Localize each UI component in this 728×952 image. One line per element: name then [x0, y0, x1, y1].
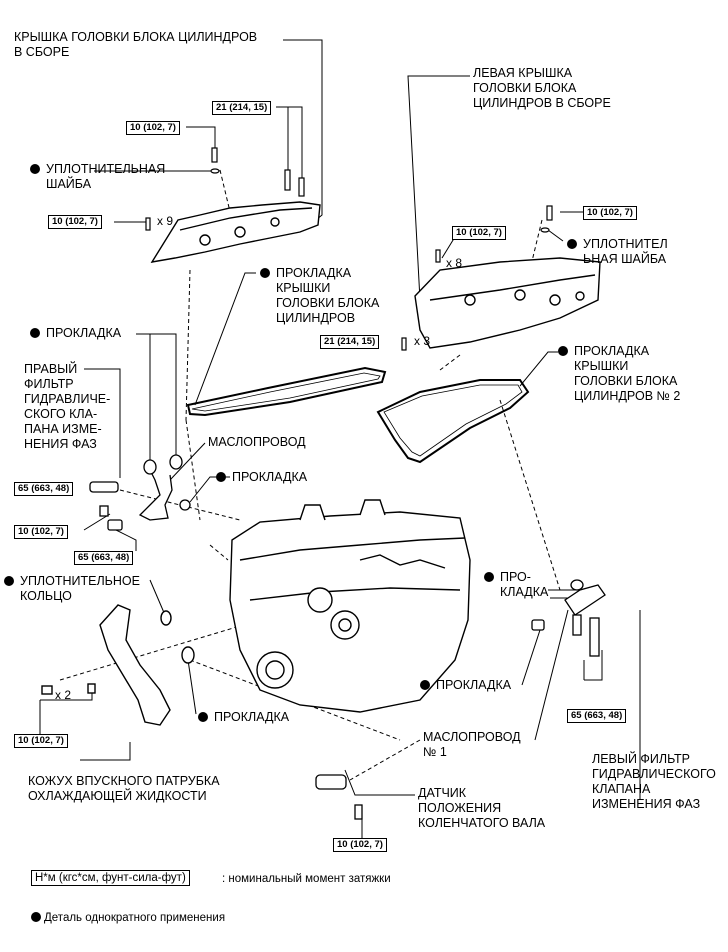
left-oil-pipe [531, 579, 606, 657]
legend-non-reusable: Деталь однократного применения [31, 912, 225, 924]
legend-unit-text: : номинальный момент затяжки [222, 873, 391, 885]
label-left-cover: ЛЕВАЯ КРЫШКА ГОЛОВКИ БЛОКА ЦИЛИНДРОВ В С… [473, 66, 611, 110]
torque-spec: 10 (102, 7) [126, 121, 180, 135]
torque-spec: 21 (214, 15) [212, 101, 272, 115]
non-reusable-dot-icon [420, 680, 430, 690]
legend-unit-box: Н*м (кгс*см, фунт-сила-фут) [31, 870, 190, 886]
right-cylinder-head-cover [150, 201, 321, 263]
torque-spec: 10 (102, 7) [48, 215, 102, 229]
coolant-inlet-housing [41, 604, 195, 726]
left-cylinder-head-cover [414, 257, 601, 349]
quantity-label: x 9 [157, 214, 174, 228]
oil-pipe [89, 454, 191, 531]
quantity-label: x 2 [55, 688, 72, 702]
cover-gasket-2 [376, 379, 530, 464]
non-reusable-dot-icon [30, 328, 40, 338]
non-reusable-dot-icon [31, 912, 41, 922]
quantity-label: x 3 [414, 334, 431, 348]
label-right-cover: КРЫШКА ГОЛОВКИ БЛОКА ЦИЛИНДРОВ В СБОРЕ [14, 30, 258, 59]
torque-spec: 65 (663, 48) [74, 551, 134, 565]
non-reusable-dot-icon [260, 268, 270, 278]
label-left-filter: ЛЕВЫЙ ФИЛЬТР ГИДРАВЛИЧЕСКОГО КЛАПАНА ИЗМ… [592, 752, 716, 811]
non-reusable-dot-icon [198, 712, 208, 722]
label-housing: КОЖУХ ВПУСКНОГО ПАТРУБКА ОХЛАЖДАЮЩЕЙ ЖИД… [28, 774, 220, 803]
label-right-filter: ПРАВЫЙ ФИЛЬТР ГИДРАВЛИЧЕ- СКОГО КЛА- ПАН… [24, 362, 111, 451]
torque-spec: 10 (102, 7) [583, 206, 637, 220]
label-crank-sensor: ДАТЧИК ПОЛОЖЕНИЯ КОЛЕНЧАТОГО ВАЛА [418, 786, 546, 830]
torque-spec: 65 (663, 48) [567, 709, 627, 723]
non-reusable-dot-icon [558, 346, 568, 356]
torque-spec: 10 (102, 7) [14, 734, 68, 748]
legend-non-reusable-text: Деталь однократного применения [44, 912, 226, 924]
torque-spec: 10 (102, 7) [333, 838, 387, 852]
engine-block [229, 499, 471, 713]
torque-spec: 10 (102, 7) [452, 226, 506, 240]
cover-gasket-1 [186, 366, 387, 417]
label-oil-pipe: МАСЛОПРОВОД [208, 435, 306, 449]
non-reusable-dot-icon [216, 472, 226, 482]
crankshaft-position-sensor [315, 774, 363, 820]
non-reusable-dot-icon [484, 572, 494, 582]
quantity-label: x 8 [446, 256, 463, 270]
torque-spec: 21 (214, 15) [320, 335, 380, 349]
non-reusable-dot-icon [30, 164, 40, 174]
label-oil-pipe-1: МАСЛОПРОВОД № 1 [423, 730, 521, 759]
non-reusable-dot-icon [4, 576, 14, 586]
torque-spec: 10 (102, 7) [14, 525, 68, 539]
non-reusable-dot-icon [567, 239, 577, 249]
torque-spec: 65 (663, 48) [14, 482, 74, 496]
